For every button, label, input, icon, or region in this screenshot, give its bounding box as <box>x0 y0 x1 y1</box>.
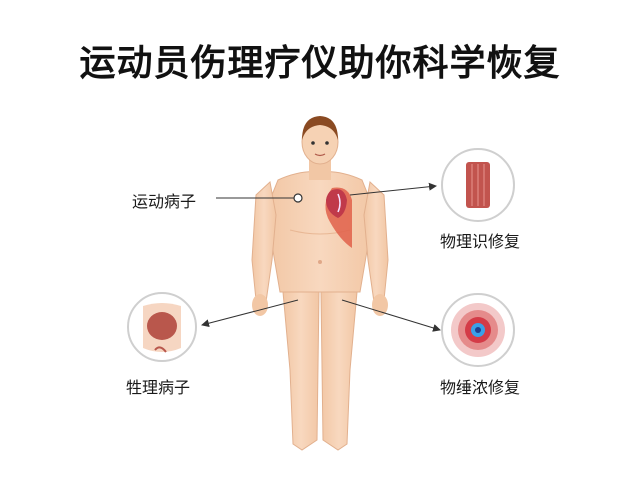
inflammation-target-icon <box>441 293 515 367</box>
human-figure <box>251 116 389 451</box>
page-title: 运动员伤理疗仪助你科学恢复 <box>79 43 561 84</box>
label-left-top: 运动病子 <box>132 192 197 211</box>
leader-line-left-bottom <box>201 299 299 328</box>
pain-point-marker <box>293 193 303 203</box>
muscle-fiber-icon <box>441 148 515 222</box>
label-left-bottom: 牲理病子 <box>126 378 191 397</box>
leader-line-right-top <box>349 182 437 196</box>
knee-joint-icon <box>127 292 197 362</box>
muscle-highlight <box>326 189 347 218</box>
label-right-bottom: 物缍浓修复 <box>440 378 521 397</box>
label-right-top: 物理识修复 <box>440 232 521 251</box>
leader-line-right-bottom <box>341 299 441 332</box>
